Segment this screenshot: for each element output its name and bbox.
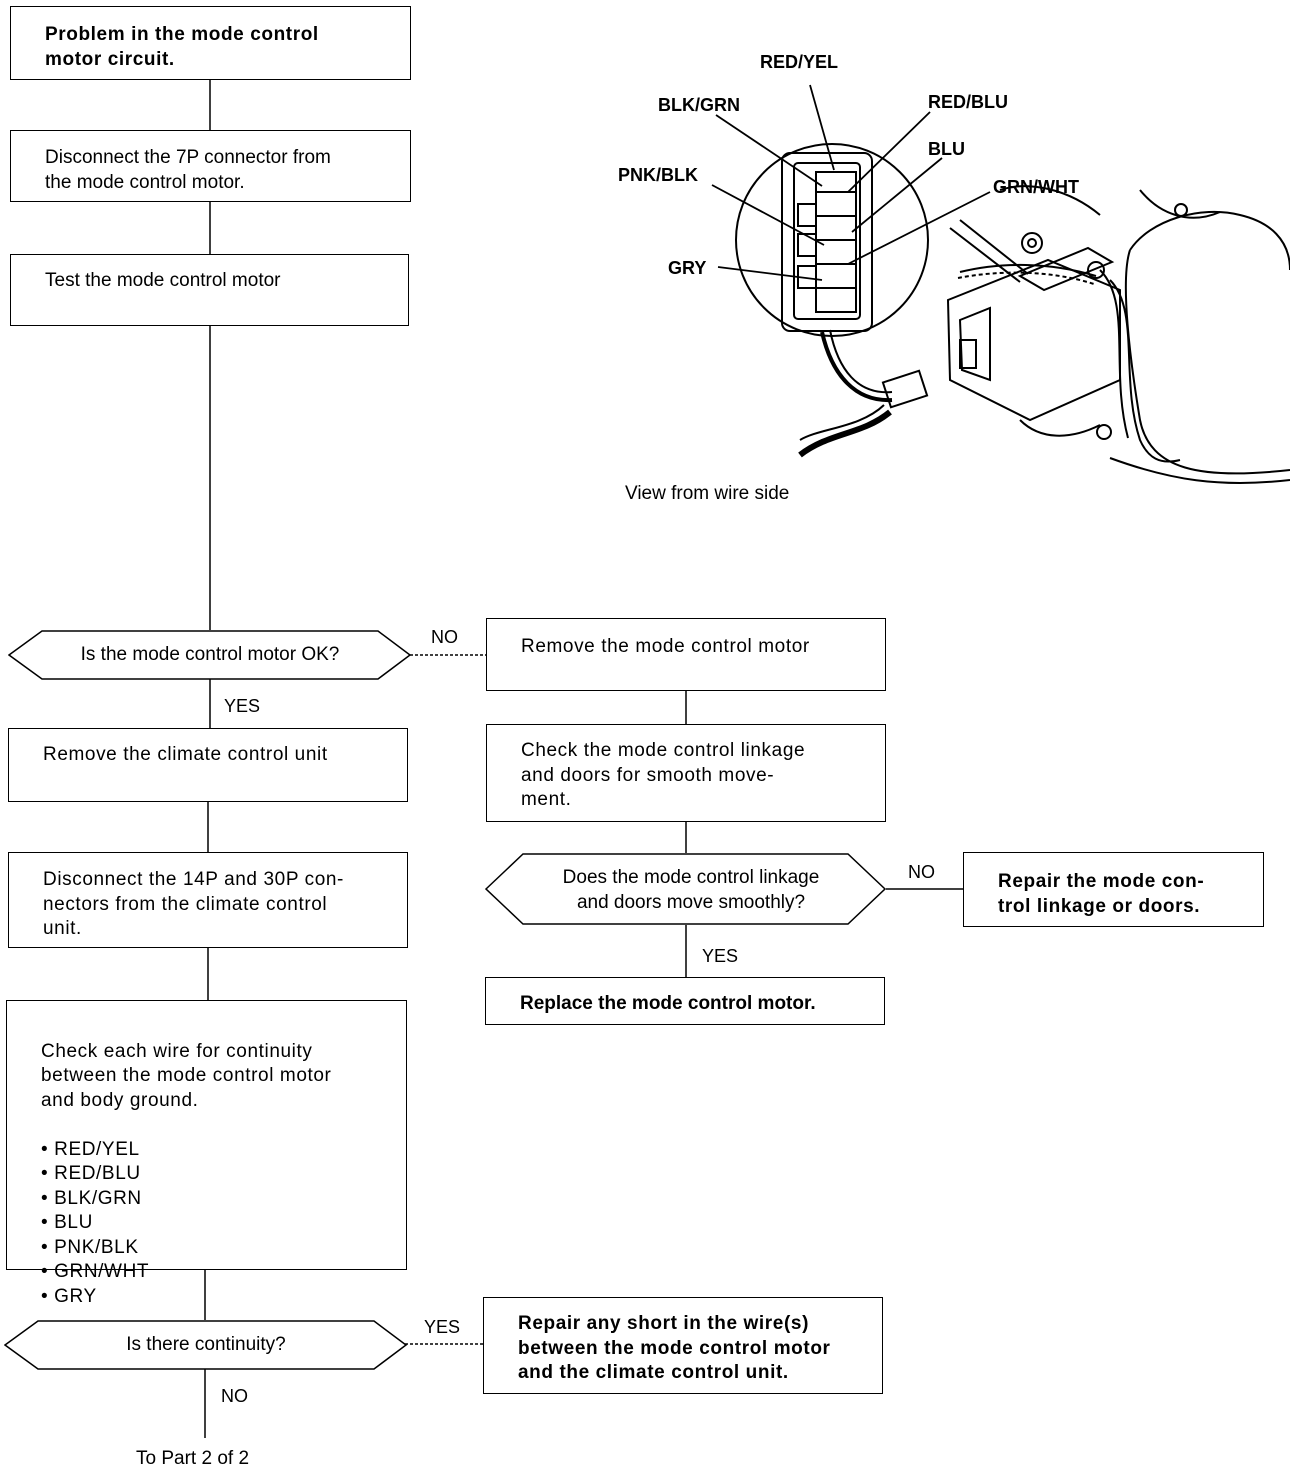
wire-list-item: GRN/WHT (41, 1260, 406, 1285)
no-label-motor: NO (431, 627, 458, 647)
to-part-2-text: To Part 2 of 2 (136, 1448, 250, 1469)
wire-list-item: BLK/GRN (41, 1187, 406, 1212)
wire-label-red-yel: RED/YEL (760, 52, 839, 72)
decision-continuity-text: Is there continuity? (126, 1334, 286, 1355)
wire-label-gry: GRY (668, 258, 707, 278)
decision-linkage-shape (485, 853, 887, 925)
yes-label-linkage: YES (702, 946, 739, 966)
test-motor-box: Test the mode control motor (10, 254, 409, 326)
decision-linkage-text: Does the mode control linkage and doors … (562, 867, 820, 913)
yes-label-continuity: YES (424, 1317, 461, 1337)
wire-list-item: RED/BLU (41, 1162, 406, 1187)
disconnect-14p-30p-box: Disconnect the 14P and 30P con- nectors … (8, 852, 408, 948)
check-wires-box: Check each wire for continuity between t… (6, 1000, 407, 1307)
wire-list-item: GRY (41, 1285, 406, 1310)
wire-label-blk-grn: BLK/GRN (658, 95, 740, 115)
decision-continuity-shape (4, 1320, 408, 1370)
no-label-linkage: NO (908, 862, 935, 882)
remove-motor-box: Remove the mode control motor (486, 618, 886, 691)
check-wires-text: Check each wire for continuity between t… (41, 1040, 332, 1111)
wire-list-item: RED/YEL (41, 1138, 406, 1163)
replace-motor-box: Replace the mode control motor. (485, 977, 885, 1025)
disconnect-7p-box: Disconnect the 7P connector from the mod… (10, 130, 411, 202)
remove-ccu-box: Remove the climate control unit (8, 728, 408, 802)
yes-label-motor: YES (224, 696, 261, 716)
decision-motor-ok-text: Is the mode control motor OK? (80, 644, 340, 665)
repair-linkage-box: Repair the mode con- trol linkage or doo… (963, 852, 1264, 927)
wire-list: RED/YELRED/BLUBLK/GRNBLUPNK/BLKGRN/WHTGR… (41, 1138, 406, 1310)
wire-list-item: BLU (41, 1211, 406, 1236)
check-linkage-box: Check the mode control linkage and doors… (486, 724, 886, 822)
decision-motor-ok-shape (8, 630, 412, 680)
connector-illustration (711, 84, 1290, 484)
wire-label-blu: BLU (928, 139, 965, 159)
wire-label-red-blu: RED/BLU (928, 92, 1008, 112)
start-problem-box: Problem in the mode control motor circui… (10, 6, 411, 80)
wire-label-grn-wht: GRN/WHT (993, 177, 1079, 197)
illustration-caption: View from wire side (625, 483, 790, 504)
repair-short-box: Repair any short in the wire(s) between … (483, 1297, 883, 1394)
no-label-continuity: NO (221, 1386, 248, 1406)
wire-label-pnk-blk: PNK/BLK (618, 165, 698, 185)
wire-list-item: PNK/BLK (41, 1236, 406, 1261)
